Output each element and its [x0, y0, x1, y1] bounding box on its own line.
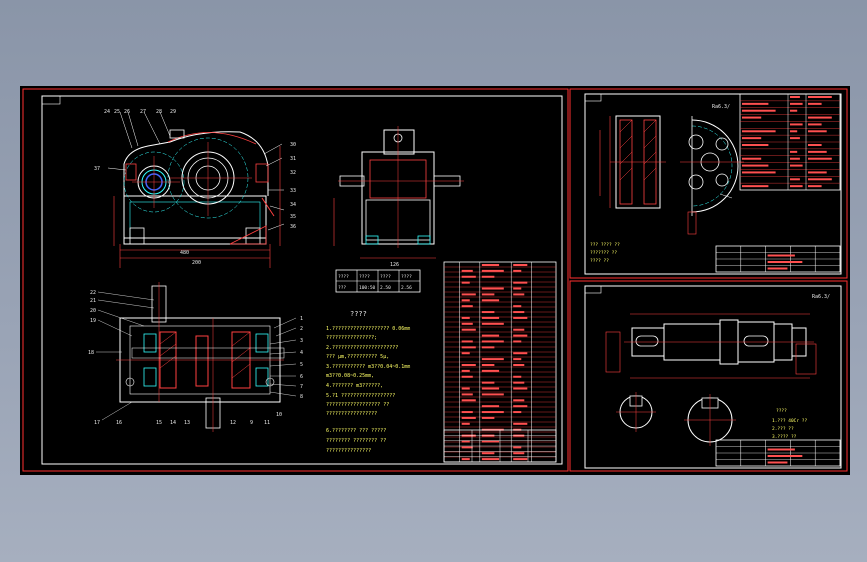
svg-text:????: ????: [380, 274, 391, 280]
svg-text:100:50: 100:50: [359, 285, 376, 291]
svg-text:16: 16: [116, 420, 122, 426]
top-view: [96, 282, 297, 432]
cad-viewport[interactable]: 24 25 26 27 28 29 30 31 32 33 34 35 36 3…: [20, 86, 850, 475]
svg-text:32: 32: [290, 170, 296, 176]
svg-text:27: 27: [140, 109, 146, 115]
sheet-gear-inner-frame: [584, 93, 842, 275]
svg-text:1.??? 40Cr ??: 1.??? 40Cr ??: [772, 418, 808, 424]
svg-text:29: 29: [170, 109, 176, 115]
svg-text:24: 24: [104, 109, 110, 115]
svg-text:18: 18: [88, 350, 94, 356]
sheet-left-inner-frame: [41, 95, 563, 465]
svg-text:??? ???? ??: ??? ???? ??: [590, 242, 620, 248]
notes-title: ????: [350, 310, 367, 318]
side-view: [333, 126, 464, 259]
sheet-shaft-inner-frame: [584, 285, 842, 469]
svg-text:2.??? ??: 2.??? ??: [772, 426, 794, 432]
svg-text:4: 4: [300, 350, 303, 356]
svg-text:3.???? ??: 3.???? ??: [772, 434, 797, 440]
side-view-dim: 126: [390, 262, 399, 268]
svg-text:2: 2: [300, 326, 303, 332]
svg-text:?????????????????: ?????????????????: [326, 411, 377, 417]
svg-text:34: 34: [290, 202, 296, 208]
parts-list-table: [443, 261, 557, 463]
svg-text:13: 13: [184, 420, 190, 426]
sheet-gear-border: [569, 88, 848, 279]
svg-text:?????????????????? ??: ?????????????????? ??: [326, 402, 389, 408]
top-view-callouts: 22 21 20 19 18 17 16 15 14 13 12 1 2 3 4…: [88, 290, 303, 426]
svg-text:????????????????;: ????????????????;: [326, 335, 377, 341]
svg-text:3.??????????? m3??0.04~0.1mm: 3.??????????? m3??0.04~0.1mm: [326, 364, 410, 370]
svg-text:22: 22: [90, 290, 96, 296]
svg-text:33: 33: [290, 188, 296, 194]
svg-text:m3??0.08~0.25mm,: m3??0.08~0.25mm,: [326, 373, 374, 379]
svg-text:5: 5: [300, 362, 303, 368]
svg-text:10: 10: [276, 412, 282, 418]
svg-text:2.??????????????????????: 2.??????????????????????: [326, 345, 398, 351]
svg-text:20: 20: [90, 308, 96, 314]
svg-text:1: 1: [300, 316, 303, 322]
svg-text:9: 9: [250, 420, 253, 426]
svg-text:35: 35: [290, 214, 296, 220]
svg-text:6.???????? ??? ?????: 6.???????? ??? ?????: [326, 428, 386, 434]
svg-text:30: 30: [290, 142, 296, 148]
gear-roughness-label: Ra6.3/: [712, 104, 730, 110]
svg-text:5.?1 ??????????????????: 5.?1 ??????????????????: [326, 393, 395, 399]
svg-text:12: 12: [230, 420, 236, 426]
cad-drawing: 24 25 26 27 28 29 30 31 32 33 34 35 36 3…: [22, 88, 848, 472]
svg-text:??? μm,?????????? 5μ,: ??? μm,?????????? 5μ,: [326, 354, 389, 360]
gear-param-table: [739, 93, 841, 191]
svg-text:6: 6: [300, 374, 303, 380]
svg-text:36: 36: [290, 224, 296, 230]
svg-text:2.50: 2.50: [380, 285, 391, 291]
svg-text:????: ????: [776, 408, 787, 414]
svg-text:????: ????: [338, 274, 349, 280]
svg-text:???????????????: ???????????????: [326, 448, 371, 454]
svg-text:????: ????: [401, 274, 412, 280]
shaft-roughness-label: Ra6.3/: [812, 294, 830, 300]
svg-text:37: 37: [94, 166, 100, 172]
svg-text:28: 28: [156, 109, 162, 115]
shaft-drawing: Ra6.3/ ???? 1.??? 40Cr ?? 2.??? ?? 3.???…: [605, 294, 830, 446]
svg-text:480: 480: [180, 250, 189, 256]
svg-text:26: 26: [124, 109, 130, 115]
sheet-shaft-border: [569, 280, 848, 472]
svg-text:21: 21: [90, 298, 96, 304]
svg-text:4.??????? m3??????,: 4.??????? m3??????,: [326, 383, 383, 389]
svg-text:14: 14: [170, 420, 176, 426]
svg-text:17: 17: [94, 420, 100, 426]
svg-text:???: ???: [338, 285, 346, 291]
technical-notes: ???? 1.??????????????????? 0.06mm ??????…: [326, 310, 410, 454]
svg-text:???????? ???????? ??: ???????? ???????? ??: [326, 438, 386, 444]
gear-title-block: [715, 245, 841, 273]
gear-drawing: Ra6.3/ ??? ???? ?? ??????? ?? ???? ??: [590, 104, 744, 264]
svg-text:11: 11: [264, 420, 270, 426]
svg-text:8: 8: [300, 394, 303, 400]
svg-text:200: 200: [192, 260, 201, 266]
svg-text:3: 3: [300, 338, 303, 344]
svg-text:19: 19: [90, 318, 96, 324]
svg-text:2.56: 2.56: [401, 285, 412, 291]
mesh-param-table: ???? ???? ???? ???? ??? 100:50 2.50 2.56: [335, 269, 421, 293]
svg-text:1.??????????????????? 0.06mm: 1.??????????????????? 0.06mm: [326, 326, 410, 332]
svg-text:??????? ??: ??????? ??: [590, 250, 617, 256]
sheet-left-border: [22, 88, 569, 472]
svg-text:???? ??: ???? ??: [590, 258, 609, 264]
svg-text:31: 31: [290, 156, 296, 162]
svg-text:????: ????: [359, 274, 370, 280]
svg-text:7: 7: [300, 384, 303, 390]
front-view: [107, 111, 285, 268]
svg-text:25: 25: [114, 109, 120, 115]
svg-text:15: 15: [156, 420, 162, 426]
shaft-title-block: [715, 439, 841, 467]
front-view-callouts: 24 25 26 27 28 29 30 31 32 33 34 35 36 3…: [94, 109, 296, 266]
